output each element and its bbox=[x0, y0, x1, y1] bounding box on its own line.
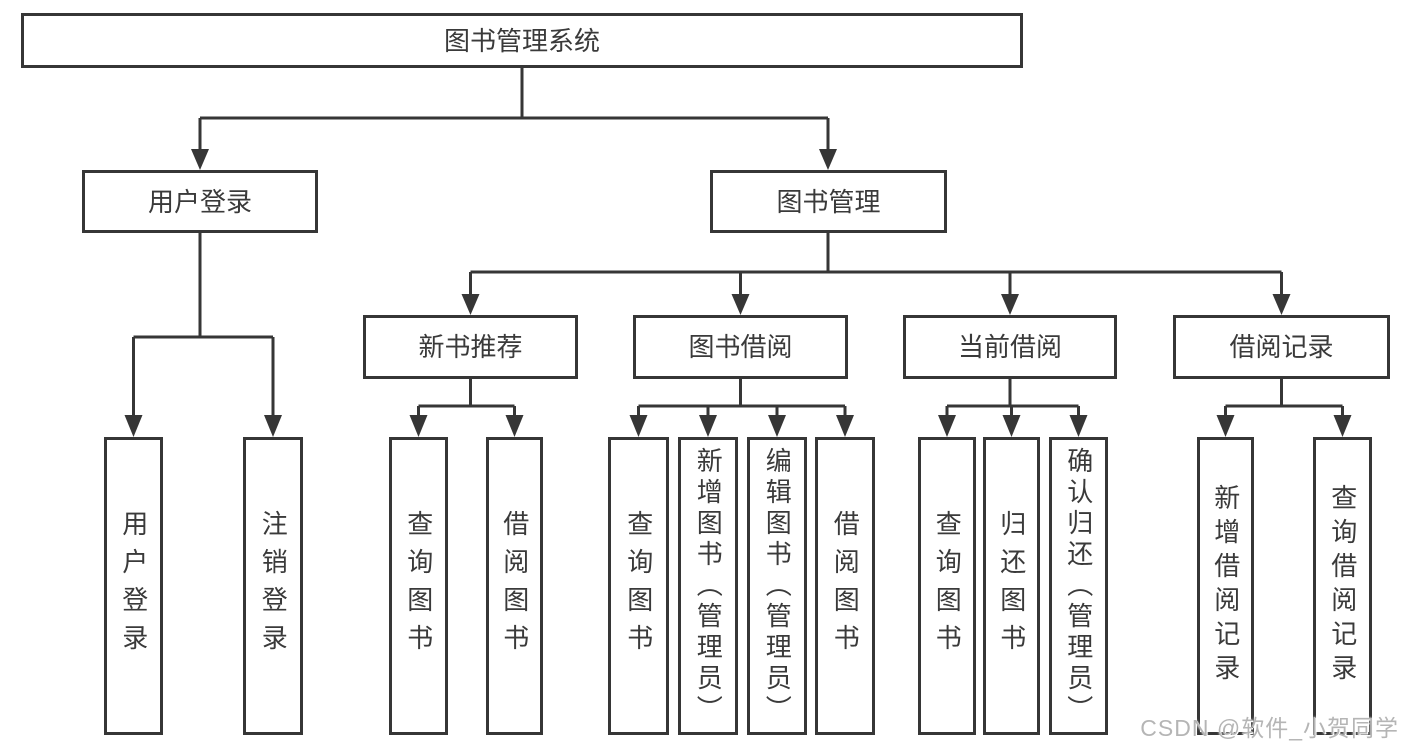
leaf-query-books-recommend-label: 查询图书 bbox=[403, 510, 434, 662]
node-current-borrow: 当前借阅 bbox=[903, 315, 1117, 379]
leaf-borrow-books-borrow: 借阅图书 bbox=[815, 437, 875, 735]
node-root: 图书管理系统 bbox=[21, 13, 1023, 68]
leaf-edit-book-admin: 编辑图书（管理员） bbox=[747, 437, 807, 735]
leaf-logout: 注销登录 bbox=[243, 437, 303, 735]
node-user-login: 用户登录 bbox=[82, 170, 318, 233]
watermark: CSDN @软件_小贺同学 bbox=[1140, 715, 1399, 741]
leaf-query-books-borrow-label: 查询图书 bbox=[623, 510, 654, 662]
leaf-query-books-recommend: 查询图书 bbox=[389, 437, 448, 735]
node-current-borrow-label: 当前借阅 bbox=[957, 332, 1062, 362]
leaf-borrow-books-recommend: 借阅图书 bbox=[486, 437, 543, 735]
leaf-add-borrow-record-label: 新增借阅记录 bbox=[1210, 484, 1241, 688]
node-book-borrow-label: 图书借阅 bbox=[688, 332, 793, 362]
leaf-add-borrow-record: 新增借阅记录 bbox=[1197, 437, 1254, 735]
leaf-edit-book-admin-label: 编辑图书（管理员） bbox=[762, 446, 793, 726]
leaf-return-books: 归还图书 bbox=[983, 437, 1040, 735]
leaf-add-book-admin: 新增图书（管理员） bbox=[678, 437, 738, 735]
node-borrow-records-label: 借阅记录 bbox=[1229, 332, 1334, 362]
leaf-query-borrow-record-label: 查询借阅记录 bbox=[1327, 484, 1358, 688]
leaf-borrow-books-borrow-label: 借阅图书 bbox=[830, 510, 861, 662]
arrow-heads bbox=[124, 149, 1352, 437]
leaf-query-books-borrow: 查询图书 bbox=[608, 437, 669, 735]
leaf-confirm-return-admin: 确认归还（管理员） bbox=[1049, 437, 1108, 735]
leaf-user-login: 用户登录 bbox=[104, 437, 163, 735]
node-new-book-recommend: 新书推荐 bbox=[363, 315, 578, 379]
leaf-query-books-current: 查询图书 bbox=[918, 437, 976, 735]
leaf-confirm-return-admin-label: 确认归还（管理员） bbox=[1063, 446, 1094, 726]
leaf-user-login-label: 用户登录 bbox=[118, 510, 149, 662]
leaf-add-book-admin-label: 新增图书（管理员） bbox=[693, 446, 724, 726]
node-borrow-records: 借阅记录 bbox=[1173, 315, 1390, 379]
tree-edges bbox=[132, 66, 1344, 419]
node-user-login-label: 用户登录 bbox=[147, 186, 252, 217]
leaf-logout-label: 注销登录 bbox=[258, 510, 289, 662]
node-root-label: 图书管理系统 bbox=[443, 25, 600, 56]
leaf-return-books-label: 归还图书 bbox=[996, 510, 1027, 662]
leaf-query-borrow-record: 查询借阅记录 bbox=[1313, 437, 1372, 735]
node-new-book-recommend-label: 新书推荐 bbox=[418, 332, 523, 362]
leaf-borrow-books-recommend-label: 借阅图书 bbox=[499, 510, 530, 662]
node-book-management-label: 图书管理 bbox=[776, 186, 881, 217]
node-book-borrow: 图书借阅 bbox=[633, 315, 848, 379]
leaf-query-books-current-label: 查询图书 bbox=[932, 510, 963, 662]
node-book-management: 图书管理 bbox=[710, 170, 947, 233]
